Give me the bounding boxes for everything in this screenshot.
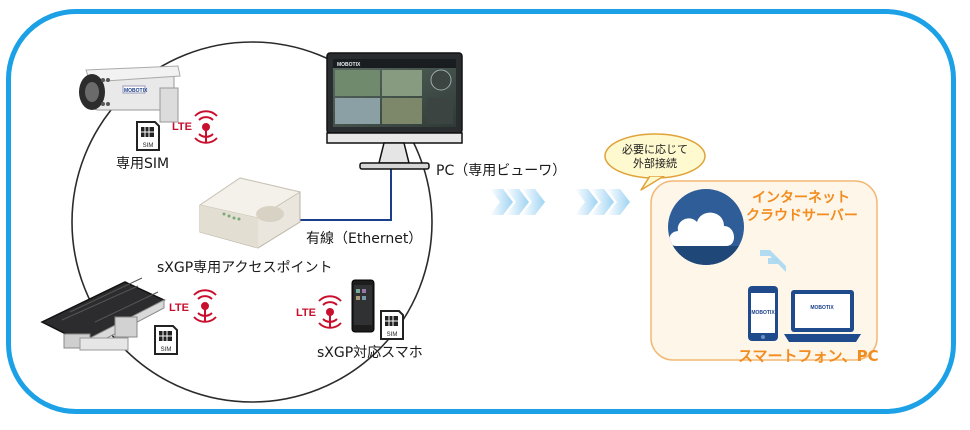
lte-antenna-icon — [194, 110, 218, 144]
smartphone-device-icon: MOBOTIX — [748, 286, 778, 341]
svg-text:MOBOTIX: MOBOTIX — [337, 62, 361, 68]
bubble-line-1: 必要に応じて — [622, 143, 688, 156]
cloud-title-line-1: インターネット — [752, 190, 850, 206]
network-circle — [71, 41, 433, 403]
speech-bubble — [604, 133, 706, 191]
lte-label: LTE — [169, 302, 189, 314]
lte-label: LTE — [172, 121, 192, 133]
svg-text:MOBOTIX: MOBOTIX — [124, 88, 148, 94]
lte-antenna-icon — [193, 289, 217, 323]
smartphone-icon — [351, 279, 375, 333]
bubble-line-2: 外部接続 — [633, 157, 677, 170]
svg-text:MOBOTIX: MOBOTIX — [751, 310, 775, 316]
cloud-title: インターネット クラウドサーバー — [746, 189, 858, 225]
pc-monitor-icon: MOBOTIX — [326, 52, 463, 170]
sim-card-icon: SIM — [380, 310, 404, 340]
ethernet-cable — [300, 168, 392, 221]
bubble-text: 必要に応じて 外部接続 — [614, 143, 696, 171]
devices-label: スマートフォン、PC — [738, 347, 879, 365]
bullet-camera-icon: MOBOTIX — [79, 65, 181, 123]
access-point-label: sXGP専用アクセスポイント — [157, 260, 333, 276]
svg-text:MOBOTIX: MOBOTIX — [810, 305, 834, 311]
flow-arrow-icon — [575, 189, 630, 215]
outer-frame — [6, 9, 956, 414]
pc-viewer-label: PC（専用ビューワ） — [436, 163, 567, 179]
flow-arrow-icon — [490, 189, 545, 215]
lte-label: LTE — [296, 307, 316, 319]
svg-text:SIM: SIM — [387, 332, 398, 338]
cloud-title-line-2: クラウドサーバー — [746, 208, 858, 224]
ethernet-label: 有線（Ethernet） — [306, 231, 423, 247]
laptop-device-icon: MOBOTIX — [784, 290, 861, 342]
svg-text:SIM: SIM — [143, 143, 154, 149]
sim-label: 専用SIM — [116, 156, 170, 172]
access-point-icon — [198, 177, 302, 249]
down-arrow-icon — [760, 250, 786, 272]
sim-card-icon: SIM — [154, 325, 178, 355]
solar-camera-icon — [40, 277, 166, 351]
lte-antenna-icon — [318, 295, 342, 329]
svg-text:SIM: SIM — [161, 347, 172, 353]
sim-card-icon: SIM — [136, 121, 160, 151]
smartphone-label: sXGP対応スマホ — [317, 345, 423, 361]
